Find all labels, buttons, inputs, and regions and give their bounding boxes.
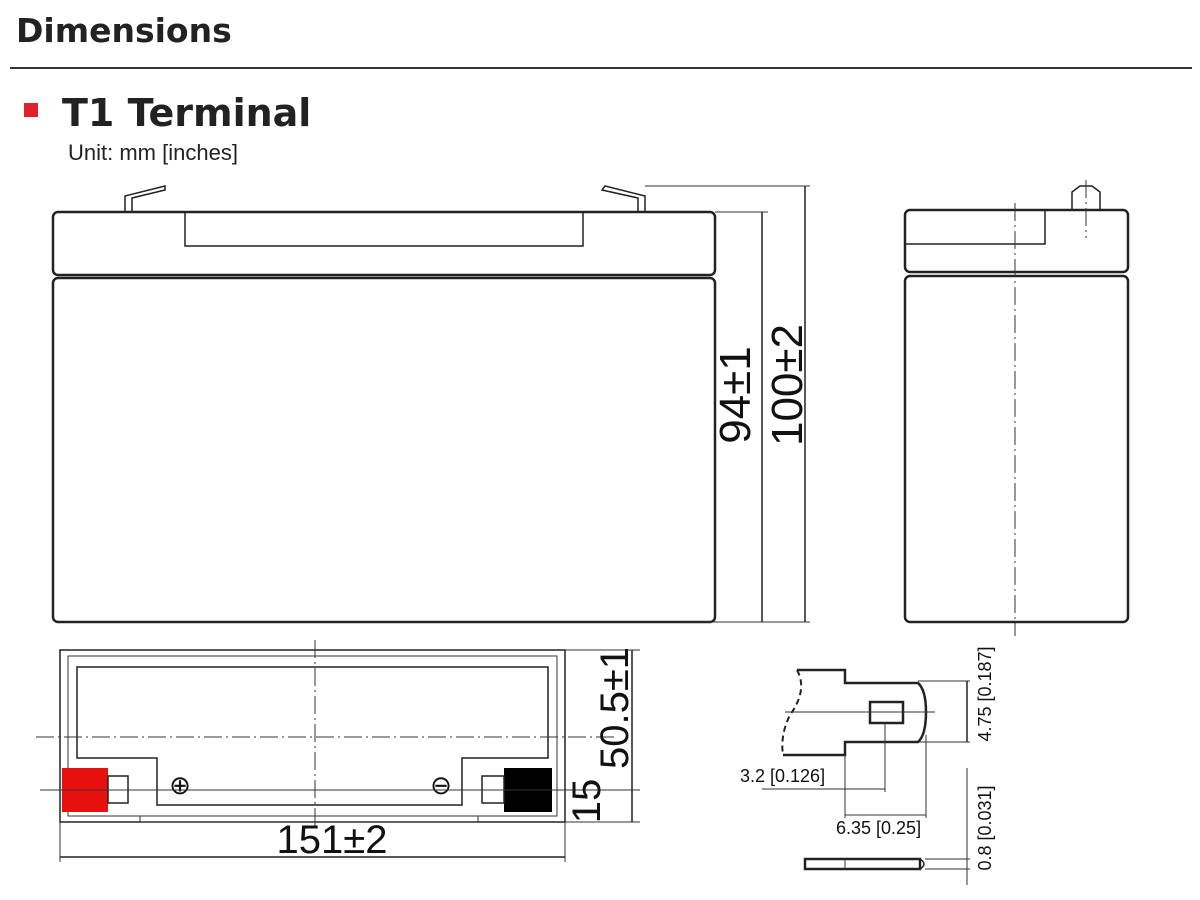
front-handle-recess: [184, 211, 584, 247]
dim-terminal-width: 4.75 [0.187]: [975, 646, 995, 741]
unit-label: Unit: mm [inches]: [68, 140, 238, 165]
front-terminal-left: [124, 185, 166, 212]
terminal-detail: 4.75 [0.187] 3.2 [0.126] 6.35 [0.25] 0.8…: [740, 646, 995, 885]
section-title: T1 Terminal: [62, 91, 311, 135]
front-terminal-right: [600, 185, 646, 212]
terminal-break-line: [781, 669, 803, 756]
dim-terminal-thickness: 0.8 [0.031]: [975, 785, 995, 870]
dim-terminal-offset: 15: [565, 779, 609, 824]
positive-symbol-icon: ⊕: [169, 770, 191, 800]
dim-height-inner: 94±1: [711, 346, 760, 444]
dim-hole-position: 3.2 [0.126]: [740, 766, 825, 786]
dim-terminal-length: 6.35 [0.25]: [836, 818, 921, 838]
terminal-side-profile: [803, 857, 922, 871]
header-title: Dimensions: [16, 11, 232, 50]
top-view: ⊕ ⊖ 151±2 50.5±1 15: [36, 640, 640, 862]
front-view: 94±1 100±2: [51, 185, 812, 624]
dim-width: 50.5±1: [593, 647, 637, 769]
front-body: [51, 276, 717, 624]
dim-length: 151±2: [277, 818, 388, 862]
top-outer: [59, 649, 566, 823]
top-inner-panel: [76, 666, 549, 806]
side-view: [903, 180, 1130, 636]
section-bullet-icon: [24, 103, 38, 117]
negative-symbol-icon: ⊖: [430, 770, 452, 800]
front-lid: [51, 210, 717, 277]
side-lid: [903, 208, 1130, 274]
side-body: [903, 274, 1130, 624]
dim-height-total: 100±2: [763, 324, 812, 446]
